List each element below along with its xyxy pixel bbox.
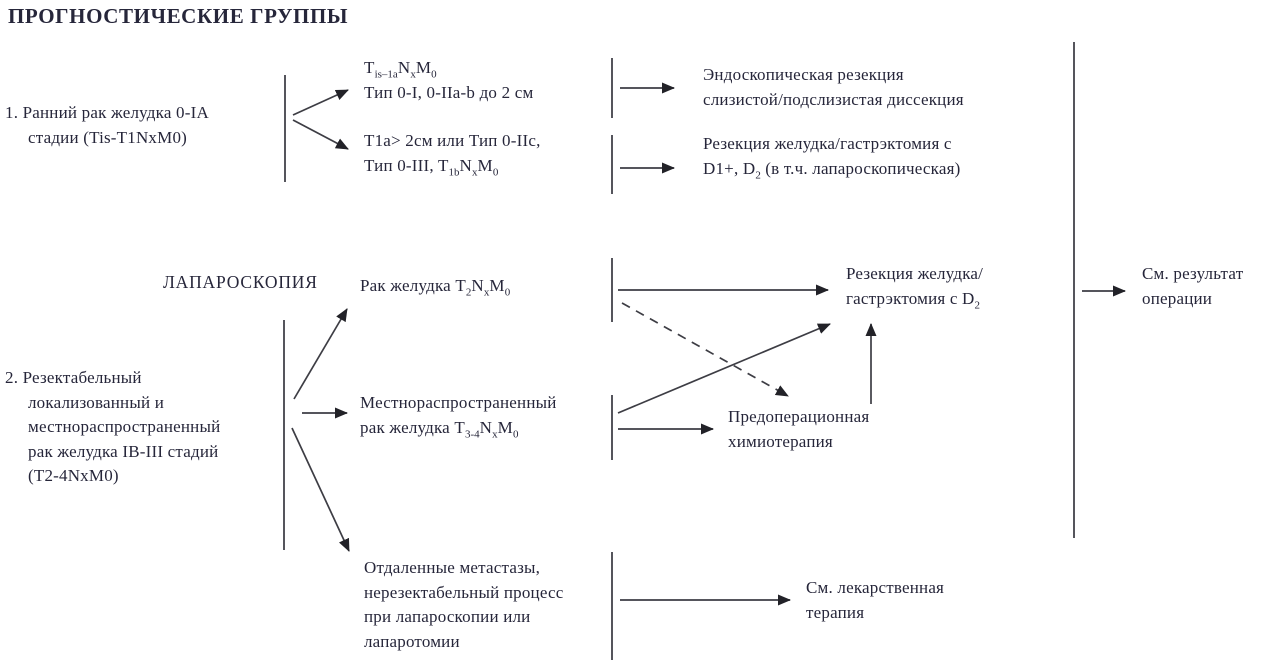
- group2-resectable-node: 2. Резектабельный локализованный и местн…: [5, 368, 221, 485]
- flow-arrows: [291, 82, 1126, 606]
- treatment-resection-d2-node: Резекция желудка/ гастрэктомия с D2: [846, 264, 984, 311]
- page-title: ПРОГНОСТИЧЕСКИЕ ГРУППЫ: [8, 4, 349, 28]
- arrow-group2-to-metastatic: [291, 427, 350, 552]
- arrow-group1-to-large: [292, 119, 349, 150]
- laparoscopy-label: ЛАПАРОСКОПИЯ: [163, 272, 318, 292]
- treatment-preop-chemo-node: Предоперационная химиотерапия: [728, 407, 870, 451]
- arrow-t34-to-resection-d2: [617, 323, 831, 414]
- criteria-early-small-node: Tis–1aNxM0 Тип 0-I, 0-IIa-b до 2 см: [364, 58, 534, 102]
- group1-early-cancer-node: 1. Ранний рак желудка 0-IA стадии (Tis-T…: [5, 103, 209, 147]
- treatment-resection-d1-node: Резекция желудка/гастрэктомия с D1+, D2 …: [703, 134, 961, 181]
- arrow-group2-to-t2: [293, 308, 348, 400]
- arrow-group1-to-small: [292, 89, 349, 116]
- see-drug-therapy-node: См. лекарственная терапия: [806, 578, 945, 622]
- treatment-endoscopic-node: Эндоскопическая резекция слизистой/подсл…: [703, 65, 964, 109]
- arrow-t2-to-chemo-dashed: [621, 302, 789, 397]
- criteria-metastatic-node: Отдаленные метастазы, нерезектабельный п…: [364, 558, 564, 651]
- see-surgery-result-node: См. результат операции: [1142, 264, 1244, 308]
- criteria-t34-node: Местнораспространенный рак желудка T3-4N…: [360, 393, 557, 440]
- criteria-t2-node: Рак желудка T2NxM0: [360, 276, 511, 299]
- divider-lines: [283, 42, 1075, 660]
- criteria-early-large-node: T1a> 2см или Тип 0-IIc, Тип 0-III, T1bNx…: [364, 131, 541, 178]
